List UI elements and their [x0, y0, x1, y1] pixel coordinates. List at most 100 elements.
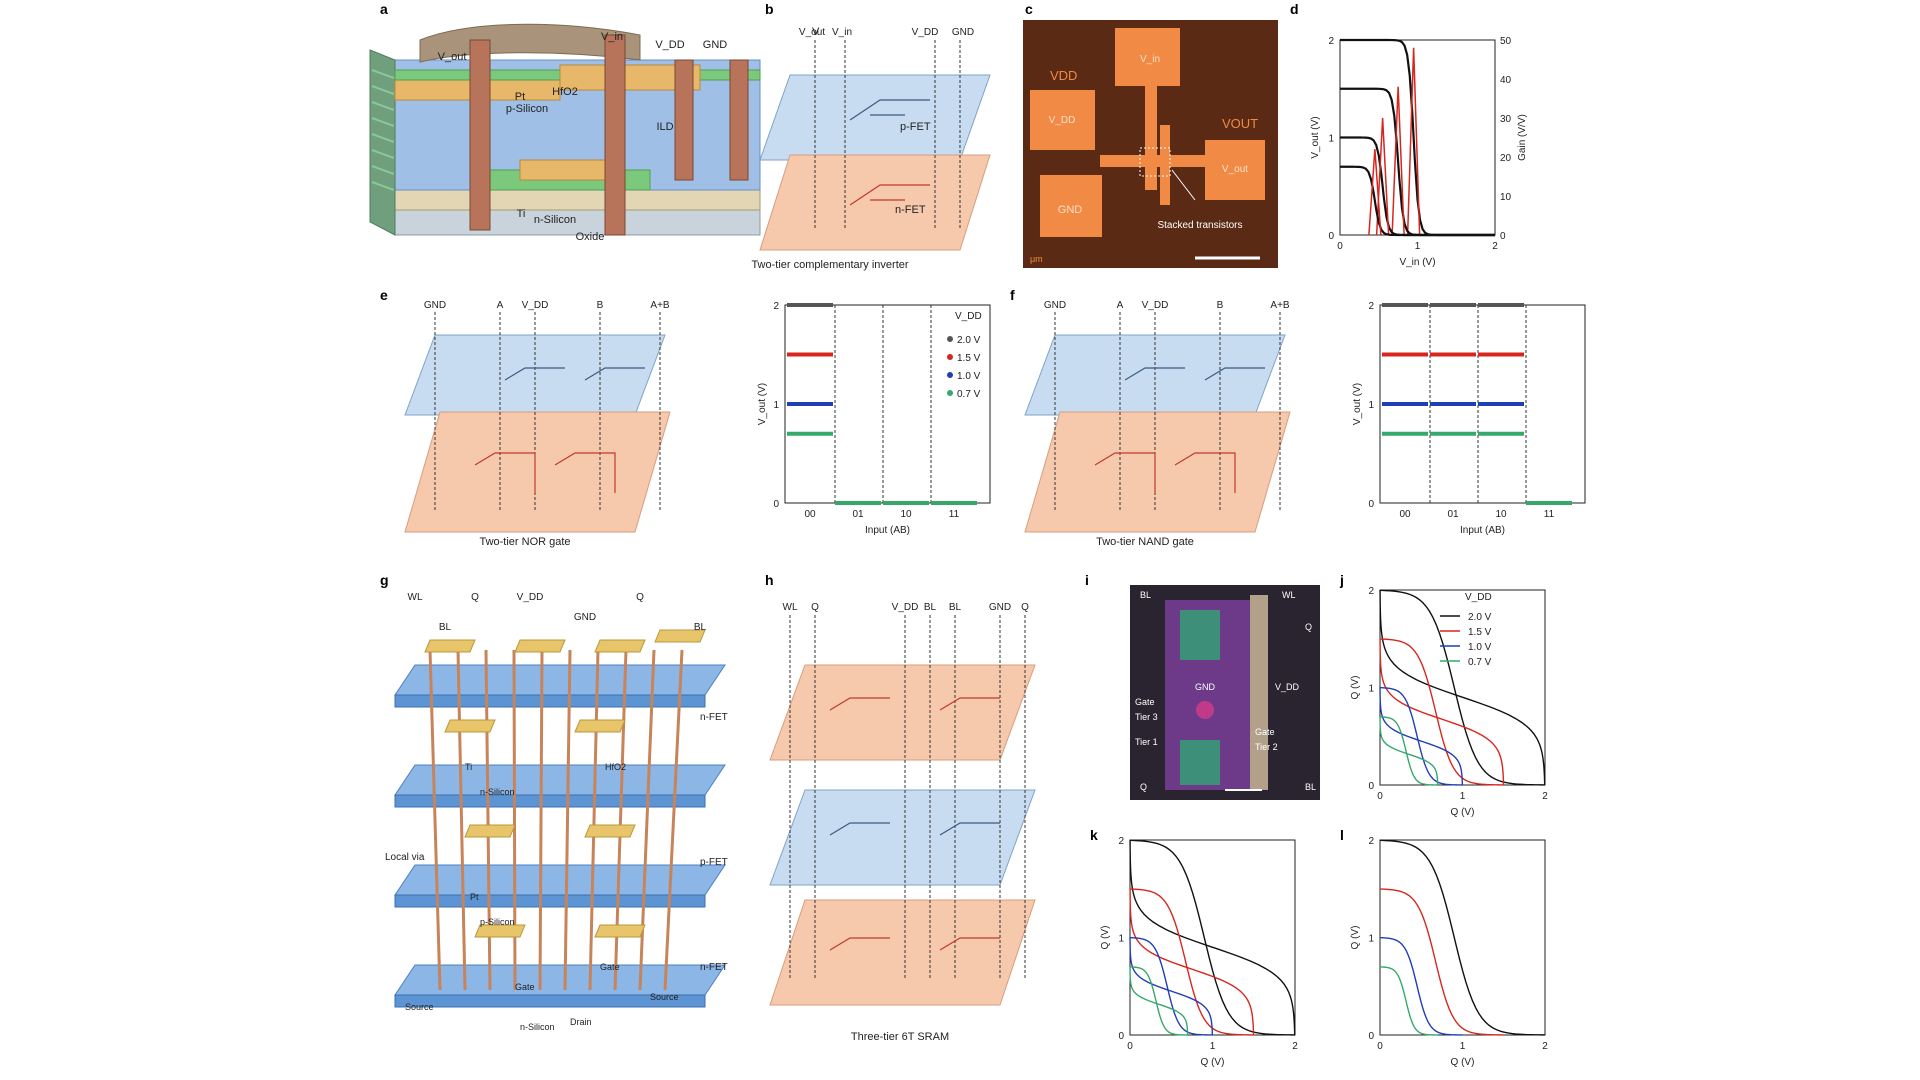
g-material-label: Gate	[515, 982, 535, 992]
panel-e-chart-legend-dot	[947, 372, 953, 378]
g-pad-3	[654, 629, 706, 643]
pad-0	[1030, 90, 1095, 150]
d-gain-2	[1406, 47, 1421, 236]
g-pad-7	[584, 824, 636, 838]
panel-e-chart-legend-text: 1.0 V	[957, 371, 981, 382]
panel-l-axes-frame	[1379, 839, 1546, 1036]
g-tier-edge-1	[394, 794, 706, 808]
d-ytick: 1	[1328, 134, 1334, 145]
h-top-label: WL	[783, 602, 798, 613]
panel-f-chart-ytick: 2	[1368, 301, 1374, 312]
panel-j-xtick: 0	[1377, 791, 1383, 802]
h-pull-down-1	[939, 937, 1000, 951]
panel-f-chart-ylabel: V_out (V)	[1352, 383, 1363, 425]
d-y2tick: 20	[1500, 153, 1512, 164]
panel-j-axes	[1379, 589, 1546, 786]
i-label: Gate	[1255, 727, 1275, 737]
panel-letter-c: c	[1025, 1, 1033, 17]
p-fet-tier-plane	[759, 74, 991, 161]
panel-l-xlabel: Q (V)	[1451, 1057, 1475, 1068]
via-1	[604, 34, 626, 236]
panel-b-caption: Two-tier complementary inverter	[751, 259, 908, 271]
pad-2	[1040, 175, 1102, 237]
panel-e-chart-ytick: 1	[773, 400, 779, 411]
d-gain-1.5	[1391, 86, 1405, 236]
scale-label: μm	[1030, 254, 1043, 264]
panel-a-label: GND	[703, 39, 728, 51]
h-pull-up-1	[939, 822, 1000, 836]
g-pad-2	[594, 639, 646, 653]
h-access-fet-0	[829, 697, 890, 711]
g-tier-edge-0	[394, 694, 706, 708]
d-y2label: Gain (V/V)	[1517, 114, 1528, 161]
g-top-label: BL	[694, 622, 707, 633]
panel-e-chart-legend-text: 1.5 V	[957, 353, 981, 364]
panel-letter-f: f	[1010, 287, 1015, 303]
panel-k-curve-mirror	[1129, 888, 1255, 1036]
g-via-6	[588, 649, 600, 991]
panel-j-ytick: 1	[1368, 684, 1374, 695]
stripe	[371, 165, 395, 175]
panel-e-chart-legend-dot	[947, 354, 953, 360]
g-via-1	[456, 649, 467, 991]
panel-k-ytick: 1	[1118, 934, 1124, 945]
i-label: Q	[1140, 782, 1147, 792]
panel-l-curve	[1379, 839, 1546, 1036]
panel-l-ytick: 1	[1368, 934, 1374, 945]
panel-e-nfets	[474, 452, 616, 493]
g-via-4	[538, 649, 544, 991]
panel-a-label: Ti	[517, 208, 526, 220]
d-y2tick: 40	[1500, 75, 1512, 86]
panel-e-top-label: A+B	[650, 300, 670, 311]
g-material-label: Drain	[570, 1017, 592, 1027]
g-via-9	[663, 649, 684, 991]
g-material-label: Pt	[470, 892, 479, 902]
panel-letter-b: b	[765, 1, 774, 17]
g-side-label: n-FET	[700, 962, 728, 973]
panel-k-curve	[1129, 888, 1254, 1036]
panel-k-curve	[1129, 839, 1296, 1036]
pad-label-vdd: VDD	[1050, 68, 1077, 83]
panel-k-xlabel: Q (V)	[1201, 1057, 1225, 1068]
panel-f-top-label: B	[1217, 300, 1224, 311]
panel-f-top-label: V_DD	[1142, 300, 1169, 311]
i-label: WL	[1282, 590, 1296, 600]
panel-l-axes	[1379, 839, 1546, 1036]
panel-j-xlabel: Q (V)	[1451, 807, 1475, 818]
stripe	[371, 133, 395, 143]
h-top-label: BL	[924, 602, 937, 613]
panel-f-chart-xtick: 00	[1399, 509, 1411, 520]
panel-e-chart-legend-dot	[947, 390, 953, 396]
panel-letter-g: g	[380, 572, 389, 588]
panel-b-top-label: V_DD	[912, 27, 939, 38]
panel-j-ylabel: Q (V)	[1350, 676, 1361, 700]
g-pad-1	[514, 639, 566, 653]
pad-3	[1205, 140, 1265, 200]
trace-v	[1145, 80, 1157, 190]
panel-j-curve	[1379, 716, 1438, 786]
panel-c-callout: Stacked transistors	[1157, 220, 1242, 231]
panel-b-top-label: V_out	[799, 27, 825, 38]
panel-j-curve-mirror	[1379, 716, 1439, 786]
panel-k-ylabel: Q (V)	[1100, 926, 1111, 950]
panel-j-legend-title: V_DD	[1465, 592, 1492, 603]
panel-k-curve-mirror	[1129, 839, 1296, 1036]
d-ytick: 0	[1328, 231, 1334, 242]
panel-j-legend-text: 2.0 V	[1468, 612, 1492, 623]
panel-j-xtick: 2	[1542, 791, 1548, 802]
panel-k-curve	[1129, 936, 1213, 1036]
panel-k-axes	[1129, 839, 1296, 1036]
panel-letter-d: d	[1290, 1, 1299, 17]
panel-e-chart-xtick: 11	[949, 509, 960, 520]
sem-green-1	[1180, 610, 1220, 660]
panel-e-chart-xtick: 00	[804, 509, 816, 520]
panel-e-chart-ytick: 0	[773, 499, 779, 510]
panel-b-nfet: n-FET	[895, 204, 926, 216]
h-pull-up-0	[829, 822, 890, 836]
panel-k-axes-frame	[1129, 839, 1296, 1036]
g-top-label: Q	[636, 592, 644, 603]
d-y2tick: 0	[1500, 231, 1506, 242]
callout-arrow	[1171, 169, 1196, 201]
h-caption: Three-tier 6T SRAM	[851, 1031, 949, 1043]
